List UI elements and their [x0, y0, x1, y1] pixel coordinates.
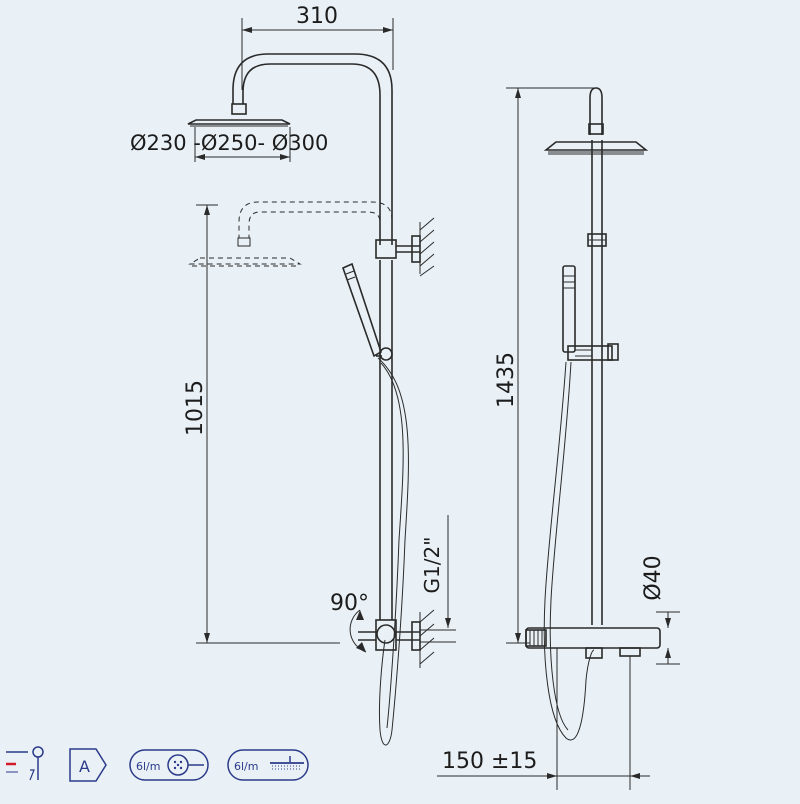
- head-flow-label: 6l/m: [234, 760, 258, 773]
- hand-shower-flow-badge: 6l/m: [129, 749, 209, 781]
- dim-inlet-spacing: 150 ±15: [437, 749, 650, 779]
- lower-arm-dashed: [238, 201, 393, 238]
- dim-head-diameters-label: Ø230 -Ø250- Ø300: [130, 131, 328, 155]
- mixer-side: [525, 627, 661, 790]
- rotation-indicator: 90°: [330, 591, 369, 653]
- riser-pipe: [232, 53, 393, 620]
- energy-class-label: A: [79, 757, 90, 776]
- shower-head-upper: [187, 103, 291, 127]
- hand-flow-label: 6l/m: [136, 760, 160, 773]
- side-view: 1435: [437, 87, 680, 790]
- dim-head-diameters: Ø230 -Ø250- Ø300: [130, 127, 328, 162]
- dim-head-height-label: 1015: [183, 380, 208, 436]
- dim-total-height-label: 1435: [494, 352, 519, 408]
- head-shower-flow-badge: 6l/m: [227, 749, 309, 781]
- hand-shower: [341, 262, 393, 361]
- dim-arm-reach: 310: [241, 4, 394, 90]
- pipe-diameter-label: Ø40: [641, 555, 666, 600]
- mixer-front: [358, 609, 456, 668]
- wall-bracket: [375, 217, 435, 277]
- shower-head-side: [543, 141, 649, 155]
- hose-side: [543, 361, 595, 741]
- hand-shower-side: [562, 265, 619, 361]
- inlet-spacing-label: 150 ±15: [442, 749, 537, 774]
- dim-total-height: 1435: [494, 87, 596, 644]
- rotation-label: 90°: [330, 591, 369, 616]
- dim-arm-reach-label: 310: [296, 4, 338, 29]
- dim-inlet-thread: G1/2": [420, 515, 451, 628]
- riser-pipe-side: [587, 87, 607, 625]
- dim-pipe-diameter: Ø40: [641, 555, 680, 665]
- hose: [377, 357, 409, 746]
- thermostatic-mixer-icon: [6, 746, 44, 781]
- shower-head-lower: [188, 237, 302, 267]
- feature-badges: A 6l/m 6l/m: [6, 746, 309, 782]
- front-view: 310 Ø230 -Ø250- Ø300: [130, 4, 456, 746]
- head-shower-spray-icon: [270, 756, 304, 770]
- inlet-thread-label: G1/2": [420, 537, 444, 594]
- energy-class-badge: A: [69, 748, 107, 782]
- dim-head-height: 1015: [183, 204, 340, 644]
